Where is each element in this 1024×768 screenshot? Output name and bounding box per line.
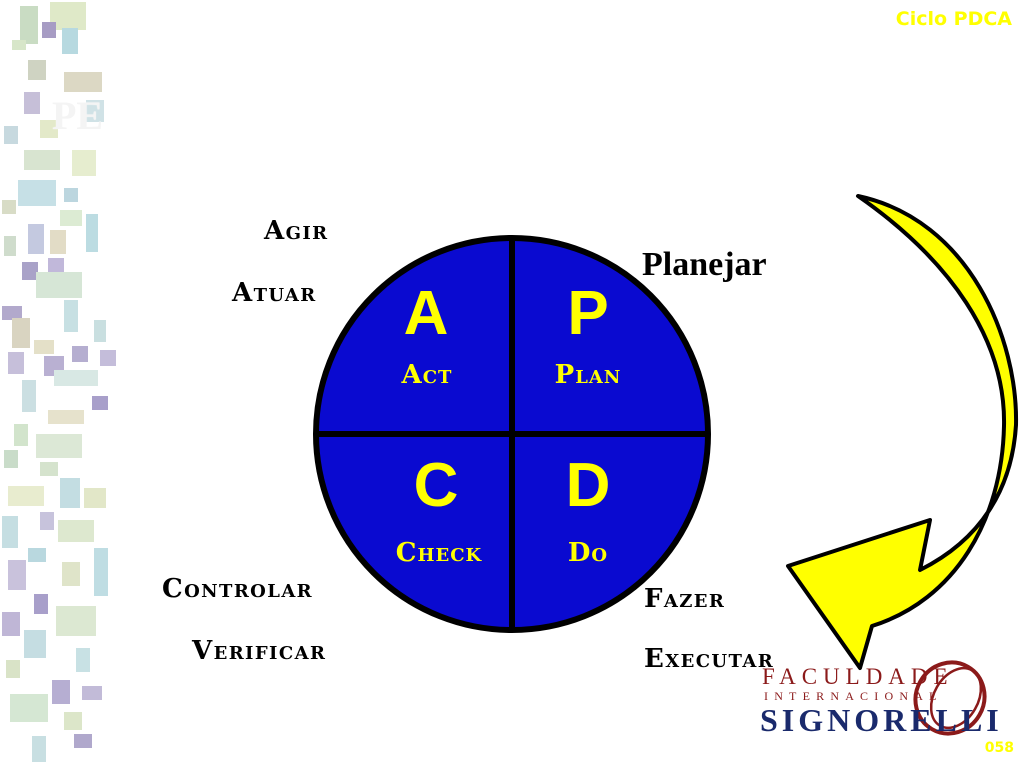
logo-faculdade-text: FACULDADE (762, 664, 954, 689)
label-fazer: Fazer (644, 584, 726, 614)
label-verificar: Verificar (192, 636, 327, 666)
decorative-mosaic (0, 0, 125, 768)
quadrant-check-word: Check (395, 538, 483, 568)
label-controlar: Controlar (162, 574, 314, 604)
quadrant-act-word: Act (401, 360, 453, 390)
quadrant-plan-letter: P (567, 279, 609, 348)
pdca-circle (313, 235, 711, 633)
quadrant-act-letter: A (403, 279, 449, 348)
quadrant-check-letter: C (413, 451, 459, 520)
label-executar: Executar (644, 644, 775, 674)
background-ghost-text: PE (52, 93, 104, 138)
logo-internacional-text: INTERNACIONAL (764, 689, 943, 703)
quadrant-do-letter: D (565, 451, 611, 520)
logo-emblem (913, 660, 987, 736)
slide-title: Ciclo PDCA (895, 8, 1012, 30)
label-planejar: Planejar (642, 246, 767, 283)
logo-signorelli-text: SIGNORELLI (760, 702, 1003, 738)
curved-arrow-icon (786, 194, 1019, 670)
label-atuar: Atuar (232, 278, 317, 308)
page-number: 058 (984, 740, 1014, 756)
quadrant-do-word: Do (567, 538, 609, 568)
quadrant-plan-word: Plan (554, 360, 622, 390)
label-agir: Agir (264, 216, 329, 246)
